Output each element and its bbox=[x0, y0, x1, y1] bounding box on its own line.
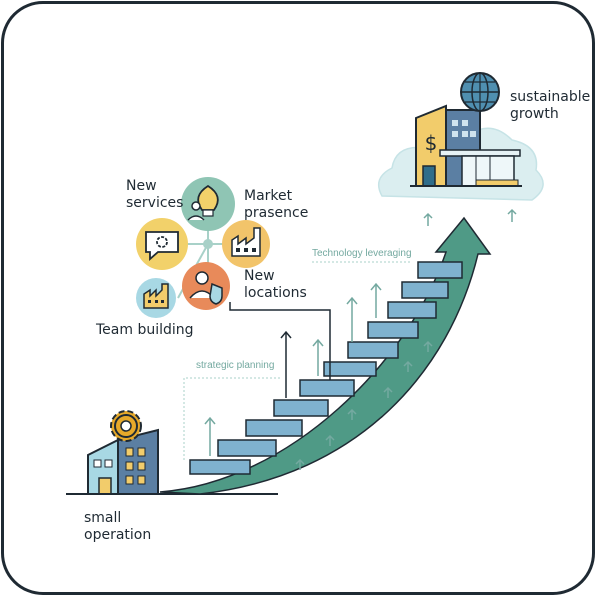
label-strategic-planning: strategic planning bbox=[196, 360, 275, 371]
label-new-locations: New locations bbox=[244, 268, 307, 301]
stair-step bbox=[401, 281, 449, 299]
label-team-building: Team building bbox=[96, 322, 194, 338]
up-arrows bbox=[204, 282, 433, 470]
label-small-operation: small operation bbox=[84, 510, 152, 543]
factory-icon bbox=[222, 220, 270, 268]
small-operation-building bbox=[66, 428, 278, 495]
stair-step bbox=[417, 261, 463, 279]
stair-step bbox=[189, 459, 251, 475]
person-shield-icon bbox=[182, 262, 230, 310]
stair-step bbox=[347, 341, 399, 359]
factory-small-icon bbox=[136, 278, 176, 318]
globe-icon bbox=[460, 72, 500, 112]
stair-step bbox=[367, 321, 419, 339]
stairs bbox=[189, 261, 463, 475]
label-technology-leveraging: Technology leveraging bbox=[312, 248, 412, 259]
cloud-arrows bbox=[423, 208, 517, 226]
growth-arrow bbox=[159, 216, 492, 495]
stair-step bbox=[245, 419, 303, 437]
stair-step bbox=[323, 361, 377, 377]
stair-step bbox=[299, 379, 355, 397]
label-sustainable-growth: sustainable growth bbox=[510, 89, 591, 122]
lightbulb-person-icon bbox=[181, 177, 235, 231]
dollar-icon: $ bbox=[425, 131, 438, 155]
gear-speech-bubble-icon bbox=[136, 218, 188, 270]
network-hub bbox=[203, 239, 213, 249]
stair-step bbox=[273, 399, 329, 417]
sustainable-building: $ bbox=[410, 104, 522, 187]
label-new-services: New services bbox=[126, 178, 184, 211]
stair-step bbox=[217, 439, 277, 457]
label-market-presence: Market prasence bbox=[244, 188, 309, 221]
stair-step bbox=[387, 301, 437, 319]
guide-lines bbox=[183, 261, 412, 460]
gear-icon bbox=[110, 410, 142, 442]
